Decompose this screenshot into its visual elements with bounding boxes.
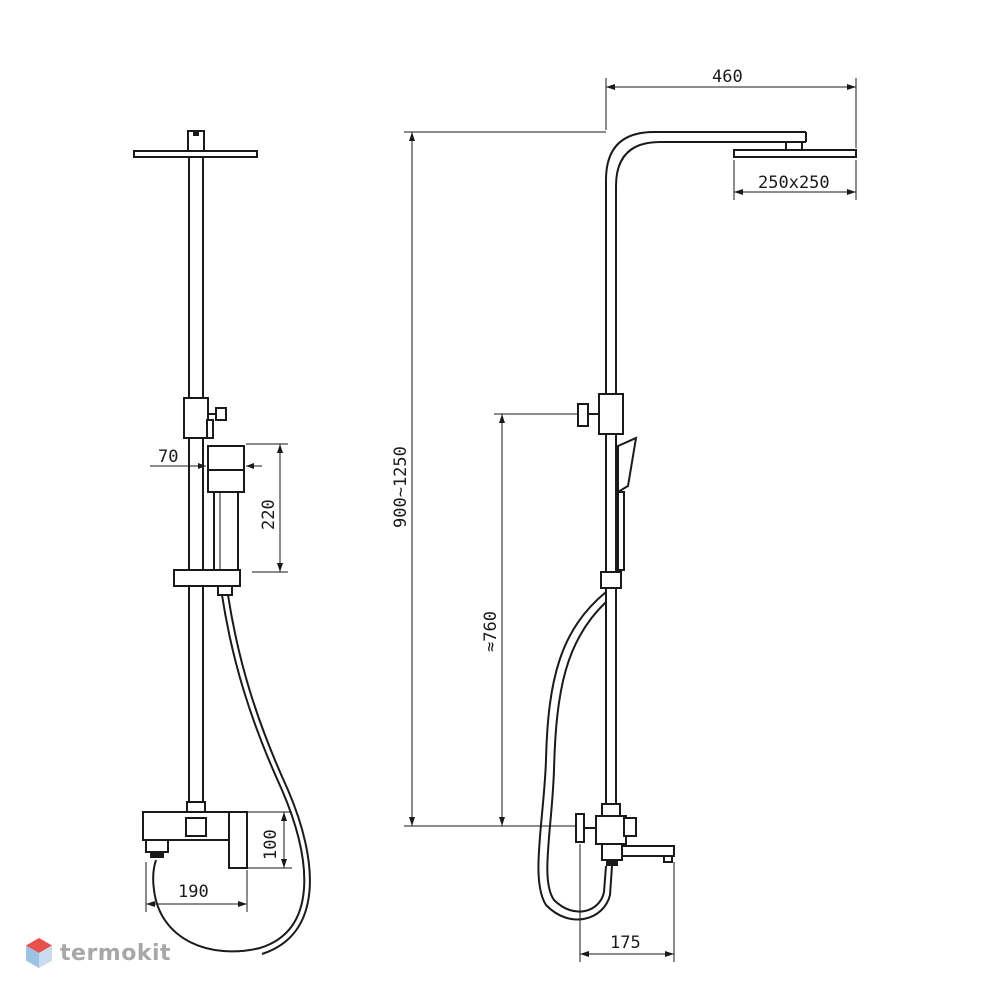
side-spout-tip [663, 855, 673, 863]
side-mixer-body [595, 815, 627, 845]
dim-arm-reach: 460 [712, 67, 743, 87]
front-diverter-lever [206, 419, 214, 439]
side-slide-holder [600, 571, 622, 589]
dim-spout-reach: 175 [610, 933, 641, 953]
side-column-base [601, 803, 621, 817]
side-hose-inner [546, 601, 607, 913]
side-hand-shower-handle [617, 491, 625, 571]
side-hand-shower-head [617, 436, 638, 494]
side-shower-head [733, 149, 857, 158]
front-diverter-block [183, 397, 209, 439]
front-hand-shower-handle [213, 491, 239, 571]
watermark: termokit [24, 936, 171, 970]
side-diverter-knob [577, 403, 589, 427]
front-spout-outlet [145, 839, 169, 853]
front-head-nut [193, 131, 199, 136]
front-hose-outer [152, 594, 306, 953]
front-view: 70 220 100 190 [133, 130, 311, 955]
dim-head-size: 250x250 [758, 173, 830, 193]
dim-outlet-height: ≈760 [481, 611, 501, 652]
dim-column-height: 900~1250 [391, 446, 411, 528]
side-mixer-handle [575, 813, 585, 843]
dim-mixer-height: 100 [261, 829, 281, 860]
side-hose-outer [537, 591, 613, 921]
side-diverter-block [598, 393, 624, 435]
front-mixer-center-square [185, 817, 207, 837]
side-head-connector [785, 141, 803, 151]
front-diverter-knob [215, 407, 227, 421]
side-column-outer [605, 131, 806, 812]
side-hose-nut [606, 860, 618, 866]
watermark-brand: termokit [60, 940, 172, 966]
side-mixer-lower [601, 843, 623, 861]
front-mixer-lever [228, 811, 248, 869]
side-column-inner [615, 141, 806, 812]
front-spout-nut [150, 852, 164, 858]
dim-holder-height: 220 [259, 499, 279, 530]
front-hose-nut [217, 585, 233, 596]
side-mixer-cap [623, 817, 637, 837]
front-hose-inner [227, 594, 311, 955]
side-spout [621, 845, 675, 857]
front-slide-holder [173, 569, 241, 587]
front-column-base [186, 801, 206, 813]
dim-head-width: 70 [158, 447, 178, 467]
dim-mixer-width: 190 [178, 882, 209, 902]
side-view: 460 250x250 900~1250 ≈760 175 [391, 67, 857, 962]
hexagon-logo-icon [26, 938, 52, 968]
